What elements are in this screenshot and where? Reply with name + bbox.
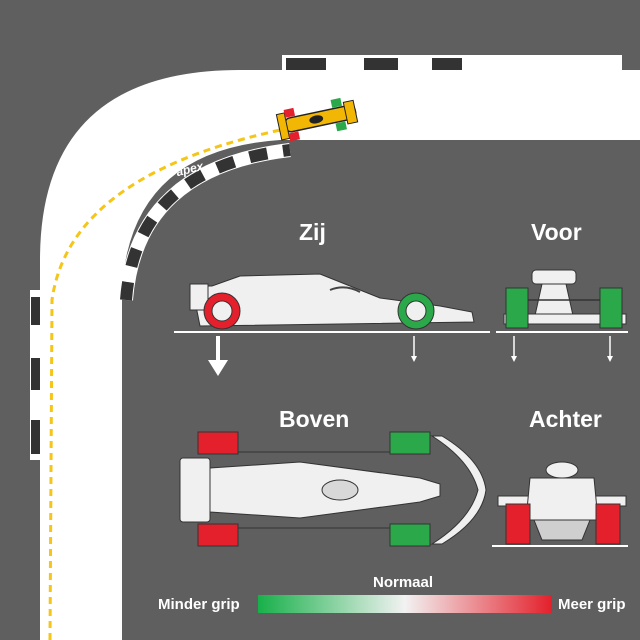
down-arrow-icon <box>208 336 228 376</box>
load-arrow-icon <box>411 336 417 362</box>
legend-center-label: Normaal <box>373 574 434 591</box>
racing-line <box>48 124 301 640</box>
load-arrow-icon <box>511 336 613 362</box>
top-view-title: Boven <box>279 406 350 432</box>
grip-gradient-bar <box>258 595 552 613</box>
rear-view-title: Achter <box>529 406 602 432</box>
inner-curb <box>119 143 291 301</box>
yellow-race-car <box>275 97 359 142</box>
rear-view-car <box>492 461 628 547</box>
track-surface <box>40 70 640 640</box>
side-view-car <box>174 273 490 333</box>
legend-right-label: Meer grip <box>558 596 626 613</box>
top-view-car <box>179 431 487 547</box>
front-view-car <box>496 269 628 333</box>
legend-left-label: Minder grip <box>158 596 240 613</box>
side-view-title: Zij <box>299 219 326 245</box>
front-view-title: Voor <box>531 219 582 245</box>
outer-curb <box>282 55 622 71</box>
